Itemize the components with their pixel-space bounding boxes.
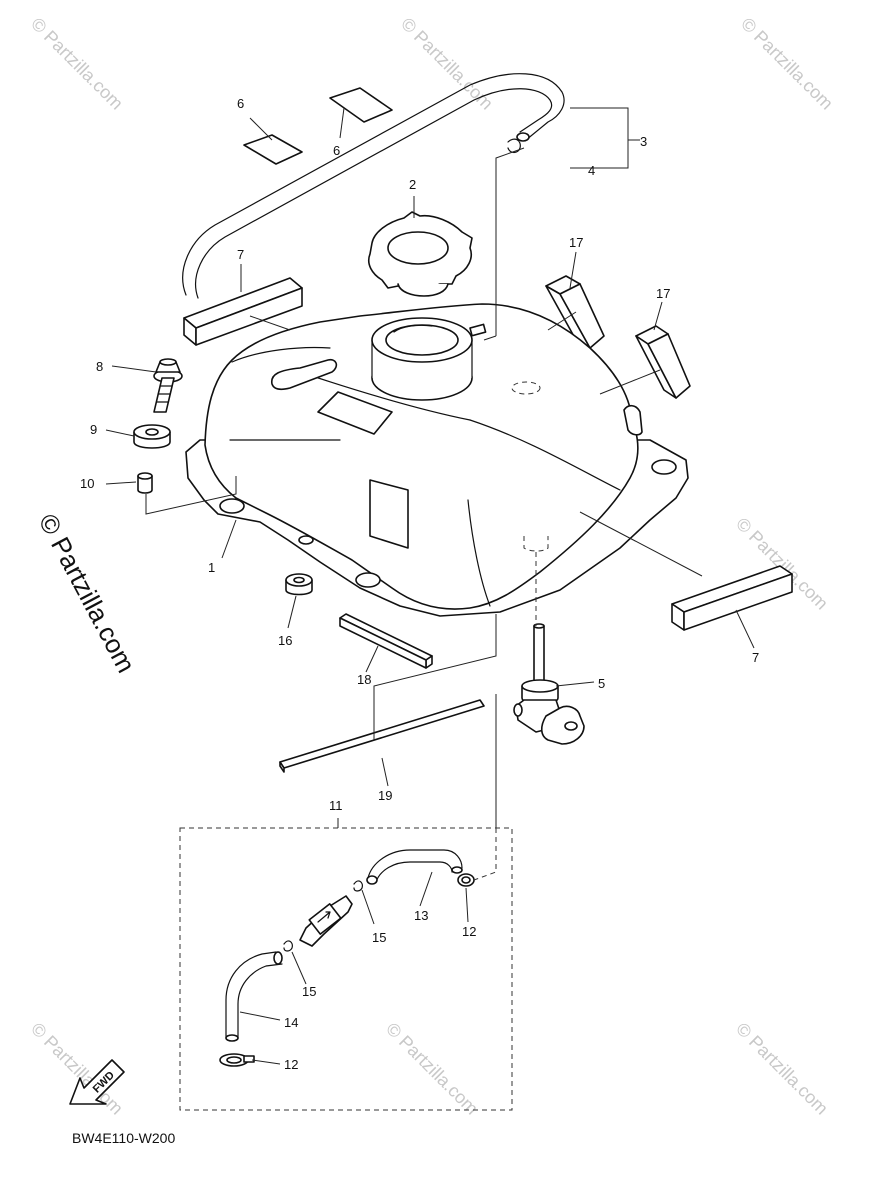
part-7-pad-upper[interactable] [183, 277, 303, 346]
part-6-sticker-upper[interactable] [329, 87, 393, 123]
callout-15[interactable]: 15 [302, 984, 316, 999]
callout-6[interactable]: 6 [333, 143, 340, 158]
watermark: © Partzilla.com [382, 1019, 482, 1119]
part-7-pad-lower[interactable] [671, 565, 793, 631]
part-15-clip-lower[interactable] [283, 940, 293, 952]
part-2-fuel-cap[interactable] [367, 211, 473, 297]
watermark: © Partzilla.com [27, 14, 127, 114]
part-19-sheet[interactable] [279, 699, 485, 773]
fuel-filter[interactable] [299, 895, 353, 947]
callout-10[interactable]: 10 [80, 476, 94, 491]
callout-16[interactable]: 16 [278, 633, 292, 648]
callout-14[interactable]: 14 [284, 1015, 298, 1030]
callout-19[interactable]: 19 [378, 788, 392, 803]
callout-3[interactable]: 3 [640, 134, 647, 149]
part-4-hose-clip[interactable] [507, 138, 521, 154]
part-5-fuel-cock[interactable] [513, 623, 585, 745]
watermark-main: © Partzilla.com [33, 509, 142, 678]
callout-17[interactable]: 17 [569, 235, 583, 250]
part-16-grommet[interactable] [285, 573, 313, 596]
part-18-strip[interactable] [339, 613, 433, 669]
assembly-11-box [179, 827, 513, 1111]
callout-15[interactable]: 15 [372, 930, 386, 945]
callout-12[interactable]: 12 [462, 924, 476, 939]
callout-9[interactable]: 9 [90, 422, 97, 437]
callout-18[interactable]: 18 [357, 672, 371, 687]
guide-lines [145, 147, 537, 881]
callout-17[interactable]: 17 [656, 286, 670, 301]
callout-2[interactable]: 2 [409, 177, 416, 192]
watermark: © Partzilla.com [737, 14, 837, 114]
part-9-damper[interactable] [133, 424, 171, 449]
part-3-breather-hose[interactable] [182, 73, 565, 299]
callout-6[interactable]: 6 [237, 96, 244, 111]
part-17-pad-b[interactable] [635, 325, 691, 399]
callout-1[interactable]: 1 [208, 560, 215, 575]
part-12-clamp-upper[interactable] [457, 873, 475, 887]
callout-5[interactable]: 5 [598, 676, 605, 691]
part-15-clip-upper[interactable] [353, 880, 363, 892]
callouts: 6 6 3 4 2 7 17 17 8 9 10 1 16 18 7 5 19 … [80, 96, 759, 1072]
callout-13[interactable]: 13 [414, 908, 428, 923]
part-1-fuel-tank[interactable] [185, 303, 689, 617]
part-13-hose[interactable] [366, 849, 463, 885]
callout-7[interactable]: 7 [237, 247, 244, 262]
watermark: © Partzilla.com [397, 14, 497, 114]
callout-4[interactable]: 4 [588, 163, 595, 178]
leader-lines [105, 107, 755, 1065]
diagram-code: BW4E110-W200 [72, 1130, 175, 1146]
callout-12[interactable]: 12 [284, 1057, 298, 1072]
part-8-bolt[interactable] [153, 358, 183, 413]
part-12-clamp-lower[interactable] [219, 1053, 255, 1067]
watermark: © Partzilla.com [732, 1019, 832, 1119]
callout-7[interactable]: 7 [752, 650, 759, 665]
callout-8[interactable]: 8 [96, 359, 103, 374]
callout-11[interactable]: 11 [329, 798, 343, 813]
part-10-collar[interactable] [137, 472, 153, 494]
part-14-hose[interactable] [225, 951, 283, 1042]
part-6-sticker-lower[interactable] [243, 134, 303, 165]
